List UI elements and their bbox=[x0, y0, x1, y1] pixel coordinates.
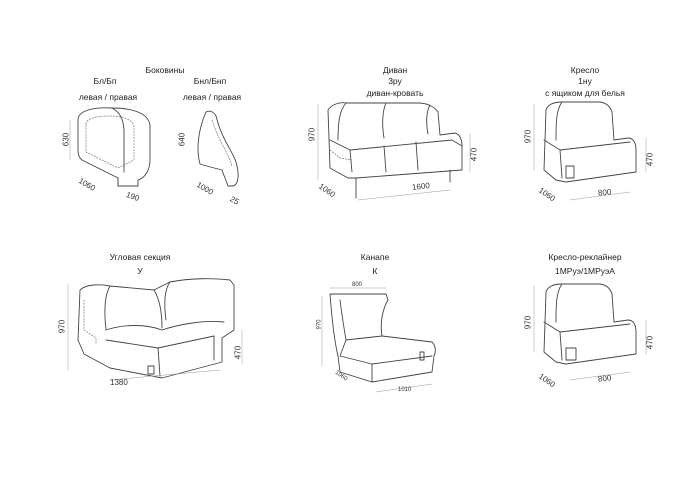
armchair-height: 970 bbox=[523, 129, 533, 144]
armrest-left-code: Бл/Бп bbox=[93, 76, 117, 86]
ottoman-drawing bbox=[321, 287, 436, 393]
armchair-note: с ящиком для белья bbox=[545, 88, 625, 98]
armrest-a-drawing bbox=[69, 107, 151, 187]
ottoman-width: 1010 bbox=[398, 387, 412, 393]
sofa-seat-height: 470 bbox=[469, 147, 479, 162]
armrest-left-side: левая / правая bbox=[78, 92, 138, 102]
sofa-type: диван-кровать bbox=[366, 88, 424, 98]
armrest-b-height: 640 bbox=[177, 132, 187, 147]
armrest-a-height: 630 bbox=[61, 132, 71, 147]
corner-code: У bbox=[137, 266, 143, 276]
armchair-title: Кресло bbox=[570, 65, 600, 75]
ottoman-top-width: 800 bbox=[352, 282, 363, 288]
armchair-seat-height: 470 bbox=[645, 152, 655, 167]
sofa-title: Диван bbox=[382, 65, 408, 75]
ottoman-code: К bbox=[372, 266, 378, 276]
recliner-height: 970 bbox=[523, 315, 533, 330]
armchair-code: 1ну bbox=[578, 76, 592, 86]
corner-height: 970 bbox=[57, 319, 67, 334]
armchair-drawing bbox=[533, 101, 647, 201]
sofa-drawing bbox=[317, 102, 471, 201]
recliner-width: 800 bbox=[597, 373, 612, 384]
armrests-title: Боковины bbox=[145, 65, 185, 75]
recliner-seat-height: 470 bbox=[645, 335, 655, 350]
corner-seat-height: 470 bbox=[233, 345, 243, 360]
recliner-drawing bbox=[533, 283, 647, 381]
armrest-right-code: Бнл/Бнп bbox=[193, 76, 227, 86]
recliner-code: 1МРуэ/1МРуэА bbox=[555, 266, 615, 276]
ottoman-height: 970 bbox=[316, 319, 323, 330]
sofa-width: 1600 bbox=[411, 181, 431, 192]
corner-width: 1380 bbox=[110, 378, 128, 387]
recliner-title: Кресло-реклайнер bbox=[548, 252, 622, 262]
corner-drawing bbox=[67, 278, 243, 381]
sofa-code: 3ру bbox=[388, 76, 402, 86]
armrest-b-drawing bbox=[197, 110, 239, 187]
armchair-width: 800 bbox=[597, 187, 612, 198]
armrest-right-side: левая / правая bbox=[182, 92, 242, 102]
corner-title: Угловая секция bbox=[109, 252, 171, 262]
sofa-height: 970 bbox=[307, 127, 317, 142]
ottoman-title: Канапе bbox=[360, 252, 390, 262]
